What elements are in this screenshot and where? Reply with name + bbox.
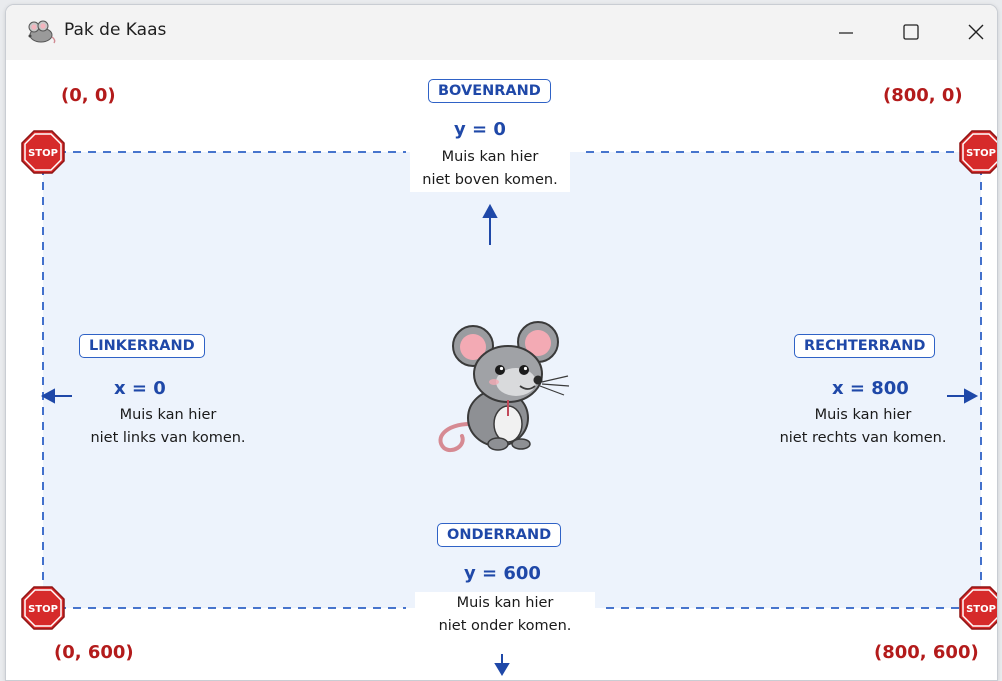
app-window: Pak de Kaas	[5, 4, 998, 681]
corner-bottom-right-coordinate: (800, 600)	[874, 642, 979, 663]
bottom-edge-equation: y = 600	[464, 563, 541, 584]
corner-top-left-coordinate: (0, 0)	[61, 85, 116, 106]
right-edge-description: Muis kan hier niet rechts van komen.	[779, 407, 947, 446]
title-bar[interactable]: Pak de Kaas	[6, 5, 997, 60]
stop-sign-icon: STOP	[21, 130, 65, 174]
stop-sign-icon: STOP	[959, 586, 997, 630]
bottom-edge-description: Muis kan hier niet onder komen.	[415, 592, 595, 638]
boundary-lines	[40, 151, 982, 676]
game-canvas: (0, 0) (800, 0) (0, 600) (800, 600) STOP…	[6, 60, 997, 680]
minimize-button[interactable]	[824, 15, 868, 49]
right-edge-equation: x = 800	[832, 378, 909, 399]
right-edge-label: RECHTERRAND	[794, 334, 936, 358]
minimize-icon	[839, 32, 853, 34]
left-edge-description: Muis kan hier niet links van komen.	[90, 407, 246, 446]
mouse-icon	[26, 20, 56, 48]
svg-text:STOP: STOP	[28, 148, 58, 159]
stop-sign-icon: STOP	[21, 586, 65, 630]
close-icon	[968, 24, 984, 40]
top-edge-label: BOVENRAND	[428, 79, 551, 103]
corner-bottom-left-coordinate: (0, 600)	[54, 642, 134, 663]
window-title: Pak de Kaas	[64, 20, 167, 40]
left-arrow-head	[40, 388, 55, 404]
maximize-button[interactable]	[889, 15, 933, 49]
svg-text:STOP: STOP	[966, 148, 996, 159]
left-edge-label: LINKERRAND	[79, 334, 205, 358]
right-arrow-head	[964, 388, 979, 404]
mouse-illustration	[438, 321, 570, 453]
up-arrow-head	[482, 203, 498, 218]
bottom-edge-label: ONDERRAND	[437, 523, 562, 547]
left-edge-equation: x = 0	[114, 378, 166, 399]
stop-sign-icon: STOP	[959, 130, 997, 174]
down-arrow-head	[494, 663, 510, 676]
maximize-icon	[903, 24, 919, 40]
svg-text:STOP: STOP	[966, 604, 996, 615]
top-edge-description: Muis kan hier niet boven komen.	[410, 146, 570, 192]
corner-top-right-coordinate: (800, 0)	[883, 85, 963, 106]
svg-text:STOP: STOP	[28, 604, 58, 615]
top-edge-equation: y = 0	[454, 119, 506, 140]
close-button[interactable]	[954, 15, 997, 49]
